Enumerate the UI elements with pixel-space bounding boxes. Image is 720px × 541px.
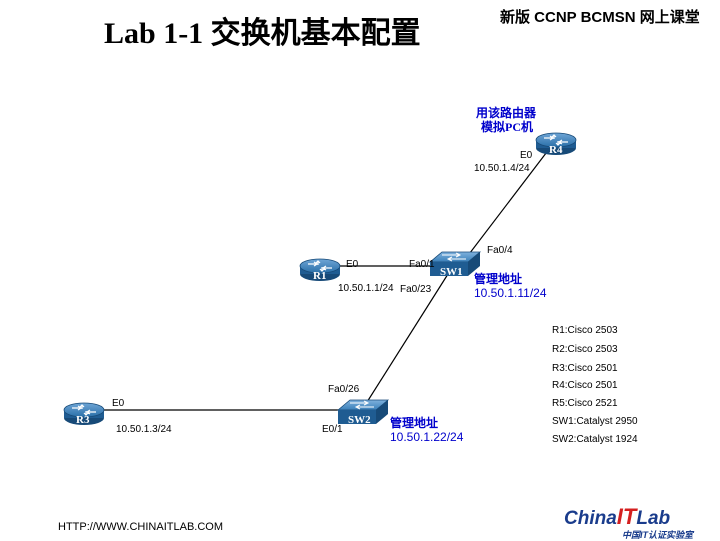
r3-name: R3: [76, 414, 90, 426]
model-item: SW1:Catalyst 2950: [552, 416, 638, 427]
sw2-port-sw1: Fa0/26: [328, 384, 360, 395]
sw1-mgmt-ip: 10.50.1.11/24: [474, 286, 547, 300]
switch-sw1-icon: [428, 251, 482, 276]
sw1-mgmt-label: 管理地址: [474, 272, 523, 286]
sw2-mgmt-label: 管理地址: [390, 416, 439, 430]
link-r4-sw1: [459, 139, 557, 267]
r1-ip: 10.50.1.1/24: [338, 283, 394, 294]
sw2-name: SW2: [348, 414, 371, 426]
sw1-port-r4: Fa0/4: [487, 245, 513, 256]
sw1-mgmt: 管理地址 10.50.1.11/24: [474, 272, 547, 300]
model-item: R2:Cisco 2503: [552, 344, 618, 355]
course-title: 新版 CCNP BCMSN 网上课堂: [500, 9, 700, 26]
r4-ip: 10.50.1.4/24: [474, 163, 530, 174]
sw2-mgmt-ip: 10.50.1.22/24: [390, 430, 464, 444]
r4-name: R4: [549, 144, 563, 156]
r4-iface: E0: [520, 150, 533, 161]
sw1-port-sw2: Fa0/23: [400, 284, 432, 295]
model-item: R1:Cisco 2503: [552, 325, 618, 336]
r1-name: R1: [313, 270, 327, 282]
sw1-port-r1: Fa0/1: [409, 259, 435, 270]
model-item: R3:Cisco 2501: [552, 363, 618, 374]
site-url: HTTP://WWW.CHINAITLAB.COM: [58, 521, 223, 533]
r4-note-line1: 用该路由器: [476, 106, 537, 120]
sw1-name: SW1: [440, 266, 463, 278]
model-item: R5:Cisco 2521: [552, 398, 618, 409]
model-item: SW2:Catalyst 1924: [552, 434, 638, 445]
logo-subtitle: 中国IT认证实验室: [622, 530, 693, 540]
switch-sw2-icon: [336, 399, 390, 424]
router-r4-icon: [535, 132, 577, 155]
r3-ip: 10.50.1.3/24: [116, 424, 172, 435]
page-title: Lab 1-1 交换机基本配置: [104, 17, 421, 50]
router-r3-icon: [63, 402, 105, 425]
r3-iface: E0: [112, 398, 125, 409]
router-r1-icon: [299, 258, 341, 281]
chinaitlab-logo: ChinaITLab: [564, 504, 671, 529]
sw2-mgmt: 管理地址 10.50.1.22/24: [390, 416, 463, 444]
model-item: R4:Cisco 2501: [552, 380, 618, 391]
link-sw1-sw2: [361, 273, 449, 411]
sw2-port-r3: E0/1: [322, 424, 343, 435]
r4-note-line2: 模拟PC机: [481, 120, 533, 134]
r1-iface: E0: [346, 259, 359, 270]
